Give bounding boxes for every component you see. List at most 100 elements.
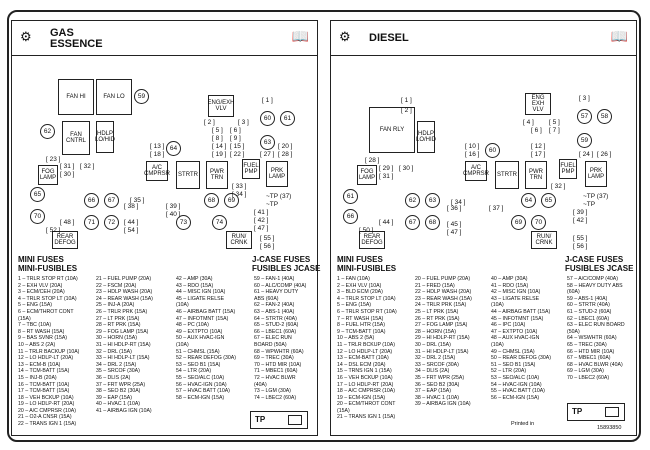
relay-fuel-pmp: FUEL PMP [242,159,260,179]
fuse-list-item: 25 – LT PRK (15A) [415,308,459,315]
fuse-list-item: 52 – LTR (20A) [491,368,527,375]
relay-fog-lamp: FOG LAMP [38,165,58,185]
fuse-list-item: 23 – HDLP WASH (20A) [96,289,153,296]
fuse-list-item: 57 – HVAC BATT (10A) [176,388,230,395]
fuse-label-6: [ 6 ] [531,127,542,134]
relay-strtr: STRTR [176,161,200,189]
fuse-list-item: 55 – SEO/ALC (10A) [176,374,225,381]
relay-fuel-pmp: FUEL PMP [559,159,577,179]
fuse-list-item: 73 – LGM (30A) [254,388,291,395]
manual-book-icon: 📖 [610,28,628,44]
fuse-list-item: 14 – TCM-BATT (15A) [18,368,70,375]
manual-book-icon: 📖 [291,28,309,44]
fuse-list-item: 17 – TCM-BATT (15A) [18,388,70,395]
fuse-list-item: 18 – VEH BCKUP (10A) [18,394,74,401]
fuse-label-26: [ 26 ] [597,151,612,158]
fuse-list-item: 2 – EXH VLV (20A) [18,282,63,289]
fuse-list-item: (15A) [337,407,350,414]
fuse-list-item: 6 – TRLR STOP RT (10A) [337,308,397,315]
fuse-list-item: 26 – RT PRK (15A) [415,315,460,322]
fuse-list-item: 59 – FAN-1 (40A) [254,276,295,282]
gas-col-4: 59 – FAN-1 (40A)60 – ALC/COMP (40A)61 – … [254,276,306,401]
fuse-label-10: [ 10 ] [465,143,480,150]
fuse-list-item: 28 – RT PRK (15A) [96,322,141,329]
fuse-list-item: 10 – ABS 2 (2A) [18,341,56,348]
relay-eng-exh-vlv: ENG/EXH VLV [208,95,235,117]
fuse-list-item: BOARD (50A) [254,341,287,348]
fuse-list-item: (50A) [567,328,580,335]
fuse-list-item: 35 – FRT WPR (25A) [415,374,465,381]
diesel-header: ⚙ DIESEL 📖 [331,21,636,56]
fuse-list-item: 33 – HI HDLP-LT (15A) [96,355,150,362]
fuse-label-56: [ 56 ] [573,243,588,250]
relay-prk-lamp: PRK LAMP [585,161,607,187]
fuse-list-item: 53 – SEO/ALC (10A) [491,374,540,381]
fuse-label-48: [ 48 ] [60,219,75,226]
gas-col-1: 1 – TRLR STOP RT (10A)2 – EXH VLV (20A)3… [18,276,79,428]
fuse-label-33: [ 33 ] [232,183,247,190]
tp-label-bottom: ~TP [266,201,279,208]
fuse-label-27: [ 27 ] [260,151,275,158]
fuse-list-item: 67 – ELEC RUN [254,335,292,342]
fuse-list-item: 70 – HTD MIR (10A) [254,361,302,368]
fuse-70: 70 [531,215,546,230]
relay-fog-lamp: FOG LAMP [357,165,377,185]
relay-rear-defog: REAR DEFOG [52,231,78,249]
fuse-66: 66 [84,193,99,208]
fuse-list-item: 56 – HVAC-IGN (10A) [176,381,227,388]
fuse-list-item: 28 – HORN (15A) [415,328,456,335]
fuse-list-item: 38 – SEO B2 (30A) [96,388,141,395]
fuse-list-item: 43 – LIGATE RELSE [491,295,540,302]
fuse-68: 68 [204,193,219,208]
fuse-list-item: 64 – STRTR (40A) [254,315,297,322]
fuse-list-item: 13 – ECM-BATT (10A) [337,355,389,362]
fuse-list-item: 47 – INFOTMNT (15A) [176,315,229,322]
fuse-label-1: [ 1 ] [262,97,273,104]
gas-fuse-lists: MINI FUSES MINI-FUSIBLES J-CASE FUSES FU… [16,255,320,433]
fuse-list-item: 65 – TREC (30A) [567,341,607,348]
fuse-list-item: 72 – HVAC BLWR [254,374,296,381]
fuse-list-item: 54 – LTR (20A) [176,368,212,375]
fuse-list-item: (40A) [254,381,267,388]
fuse-list-item: 20 – FUEL PUMP (20A) [415,276,471,282]
gas-tp-box: TP [250,411,308,429]
fuse-list-item: 3 – ECM/CEH (20A) [18,289,65,296]
fuse-list-item: 53 – SEO B1 (15A) [176,361,221,368]
diesel-mini-heading: MINI FUSES [337,255,383,264]
fuse-64: 64 [166,141,181,156]
fuse-list-item: 21 – FRED (15A) [415,282,455,289]
fuse-list-item: 18 – A/C CMPRSR (10A) [337,388,395,395]
fuse-label-1: [ 1 ] [401,97,412,104]
diesel-panel: ⚙ DIESEL 📖 FAN RLY HDLP LO/HID ENG EXH V… [330,20,637,436]
fuse-list-item: 41 – AIRBAG IGN (10A) [96,407,152,414]
fuse-69: 69 [511,215,526,230]
relay-fan-rly: FAN RLY [369,107,415,153]
fuse-list-item: 31 – HI HDLP-RT (15A) [96,341,151,348]
diesel-tp-box: TP [567,403,625,421]
gas-mini-heading-fr: MINI-FUSIBLES [18,264,78,273]
fuse-list-item: 51 – CHMSL (15A) [176,348,220,355]
fuse-list-item: 16 – VEH BCKUP (10A) [337,374,393,381]
fuse-72: 72 [104,215,119,230]
fuse-list-item: 8 – RT WASH (15A) [18,328,65,335]
gas-col-2: 21 – FUEL PUMP (20A)22 – FSCM (20A)23 – … [96,276,153,414]
diesel-jcase-heading: J-CASE FUSES [565,255,624,264]
fuse-label-30: [ 30 ] [60,171,75,178]
relay-fan-lo: FAN LO [96,79,132,115]
fuse-list-item: 63 – ELEC RUN BOARD [567,322,625,329]
fuse-label-31: [ 31 ] [379,173,394,180]
relay-pwr-trn: PWR TRN [206,161,228,189]
fuse-list-item: 37 – FRT WPR (25A) [96,381,146,388]
fuse-label-47: [ 47 ] [447,229,462,236]
fuse-list-item: 36 – DLIS (2A) [96,374,131,381]
fuse-list-item: 30 – HORN (15A) [96,335,137,342]
relay-run-crnk: RUN/ CRNK [531,231,557,249]
fuse-list-item: 5 – ENG (15A) [18,302,53,309]
fuse-list-item: 11 – TRLR BACKUP (10A) [18,348,80,355]
fuse-list-item: 21 – TRANS IGN 1 (15A) [337,414,396,421]
fuse-list-item: 61 – HEAVY DUTY [254,289,299,296]
fuse-67: 67 [405,215,420,230]
gas-col-3: 42 – AMP (30A)43 – RDO (15A)44 – MISC IG… [176,276,236,401]
fuse-list-item: 45 – LIGATE RELSE [176,295,225,302]
fuse-label-28: [ 28 ] [365,157,380,164]
